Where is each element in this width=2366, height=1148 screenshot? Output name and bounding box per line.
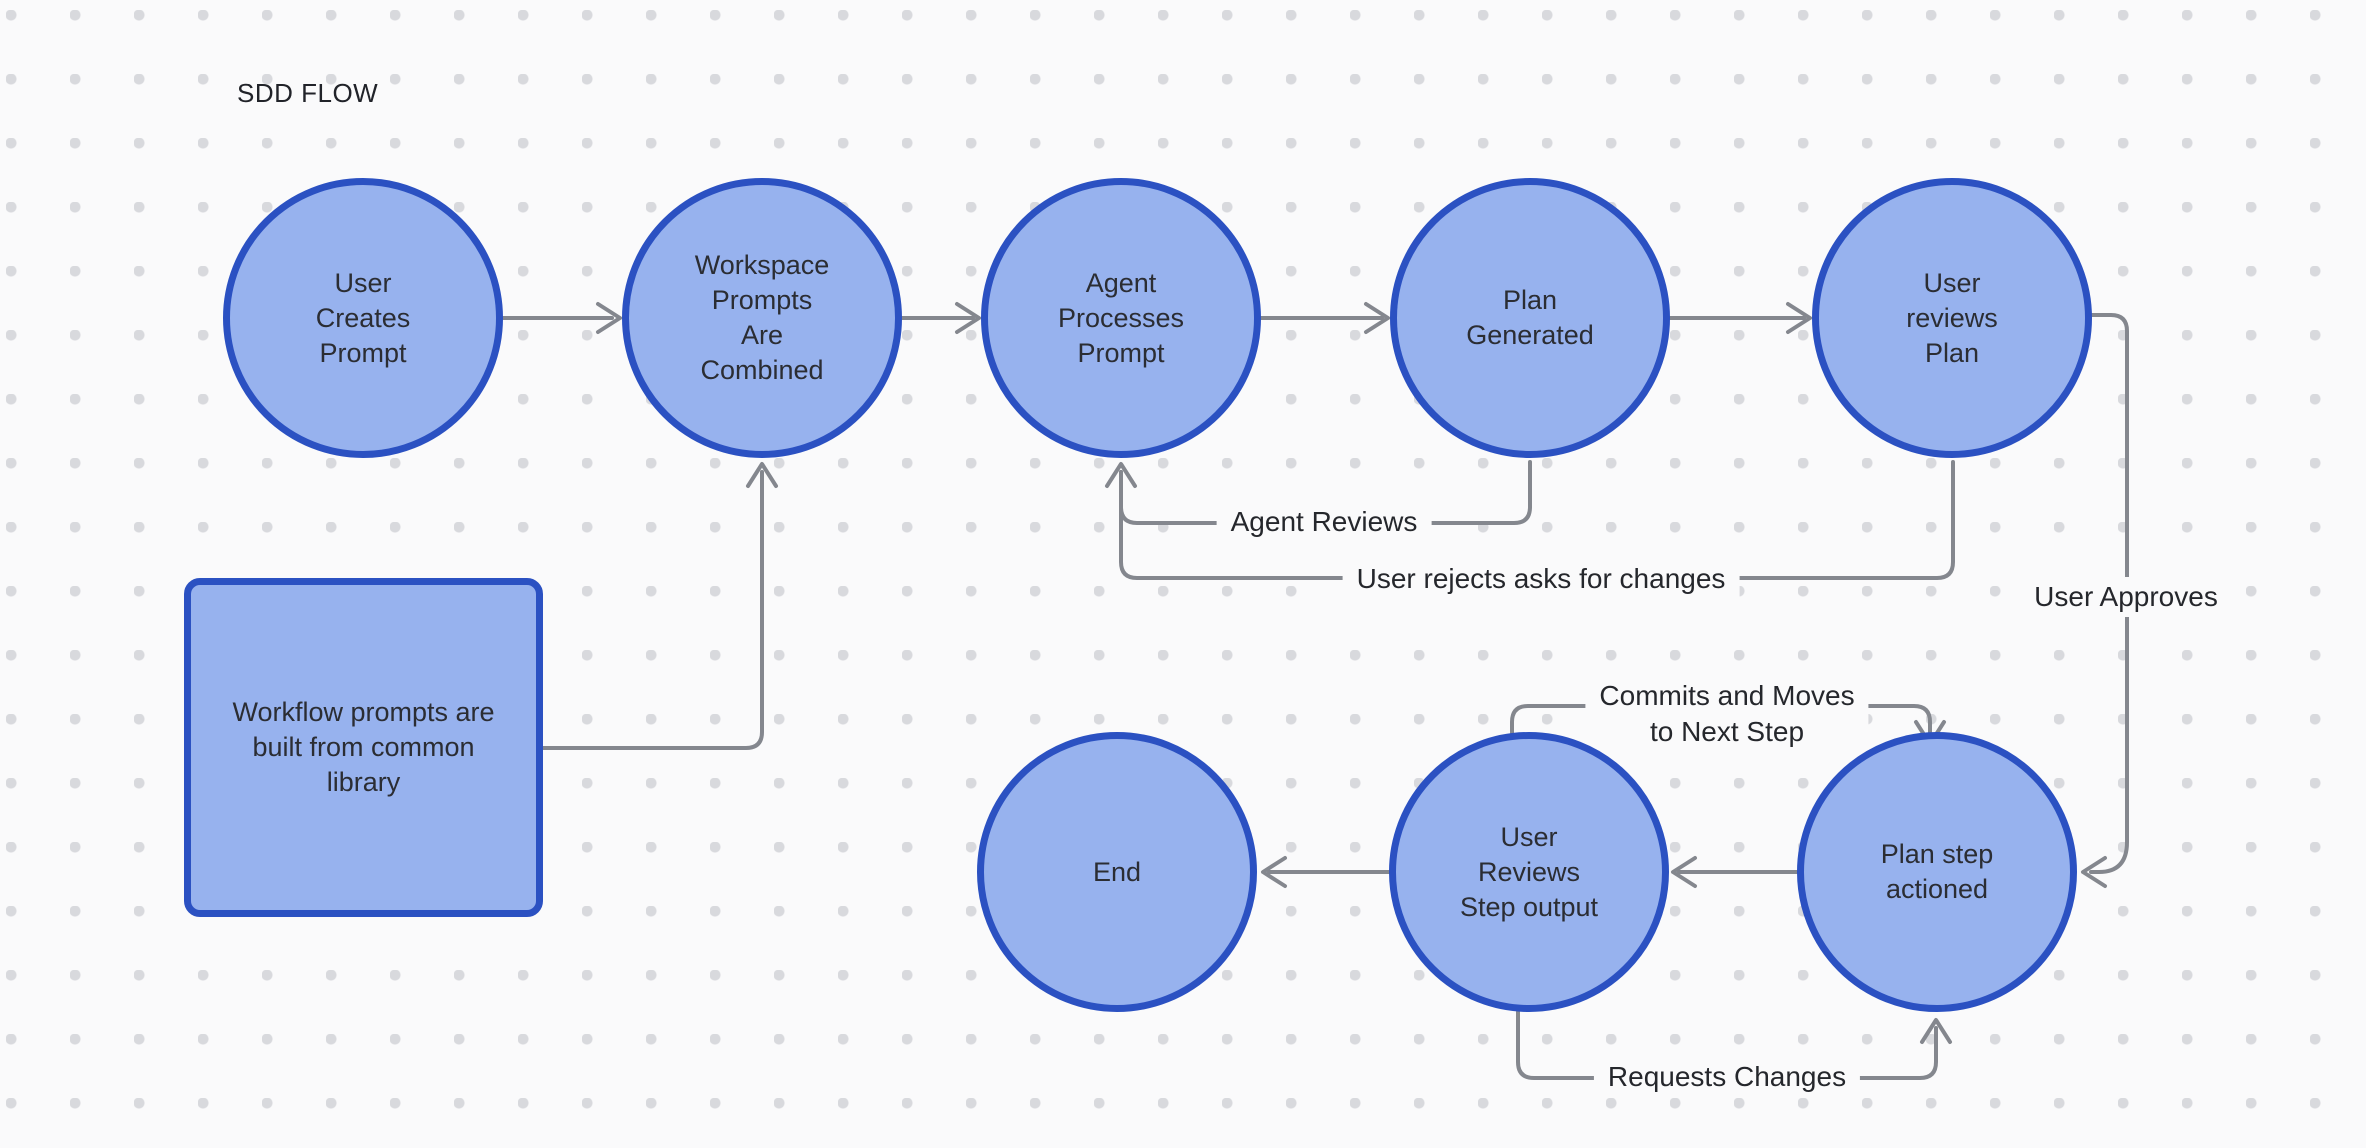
arrowhead-plan-to-review (1786, 302, 1812, 334)
node-user-reviews-plan[interactable]: User reviews Plan (1812, 178, 2092, 458)
arrowhead-loops-into-agent (1105, 462, 1137, 488)
arrowhead-library-to-workspace (746, 462, 778, 488)
arrowhead-user-approves (2081, 856, 2107, 888)
node-user-creates-prompt[interactable]: User Creates Prompt (223, 178, 503, 458)
edge-label-requests-changes[interactable]: Requests Changes (1593, 1057, 1861, 1097)
edge-label-user-rejects[interactable]: User rejects asks for changes (1342, 559, 1740, 599)
node-workspace-prompts-combined[interactable]: Workspace Prompts Are Combined (622, 178, 902, 458)
node-workflow-prompts-library[interactable]: Workflow prompts are built from common l… (184, 578, 543, 917)
edge-label-agent-reviews[interactable]: Agent Reviews (1216, 502, 1432, 542)
edge-library-to-workspace[interactable] (541, 470, 764, 750)
edge-label-user-approves[interactable]: User Approves (2020, 577, 2232, 617)
arrowhead-reviewstep-to-end (1261, 856, 1287, 888)
node-user-reviews-step-output[interactable]: User Reviews Step output (1389, 732, 1669, 1012)
diagram-title[interactable]: SDD FLOW (237, 78, 379, 108)
edge-label-commits-moves[interactable]: Commits and Moves to Next Step (1585, 676, 1869, 752)
arrowhead-planstep-to-reviewstep (1671, 856, 1697, 888)
arrowhead-agent-to-plan (1364, 302, 1390, 334)
node-plan-generated[interactable]: Plan Generated (1390, 178, 1670, 458)
arrowhead-workspace-to-agent (955, 302, 981, 334)
node-agent-processes-prompt[interactable]: Agent Processes Prompt (981, 178, 1261, 458)
arrowhead-create-to-workspace (596, 302, 622, 334)
arrowhead-requests-changes (1920, 1018, 1952, 1044)
node-plan-step-actioned[interactable]: Plan step actioned (1797, 732, 2077, 1012)
node-end[interactable]: End (977, 732, 1257, 1012)
